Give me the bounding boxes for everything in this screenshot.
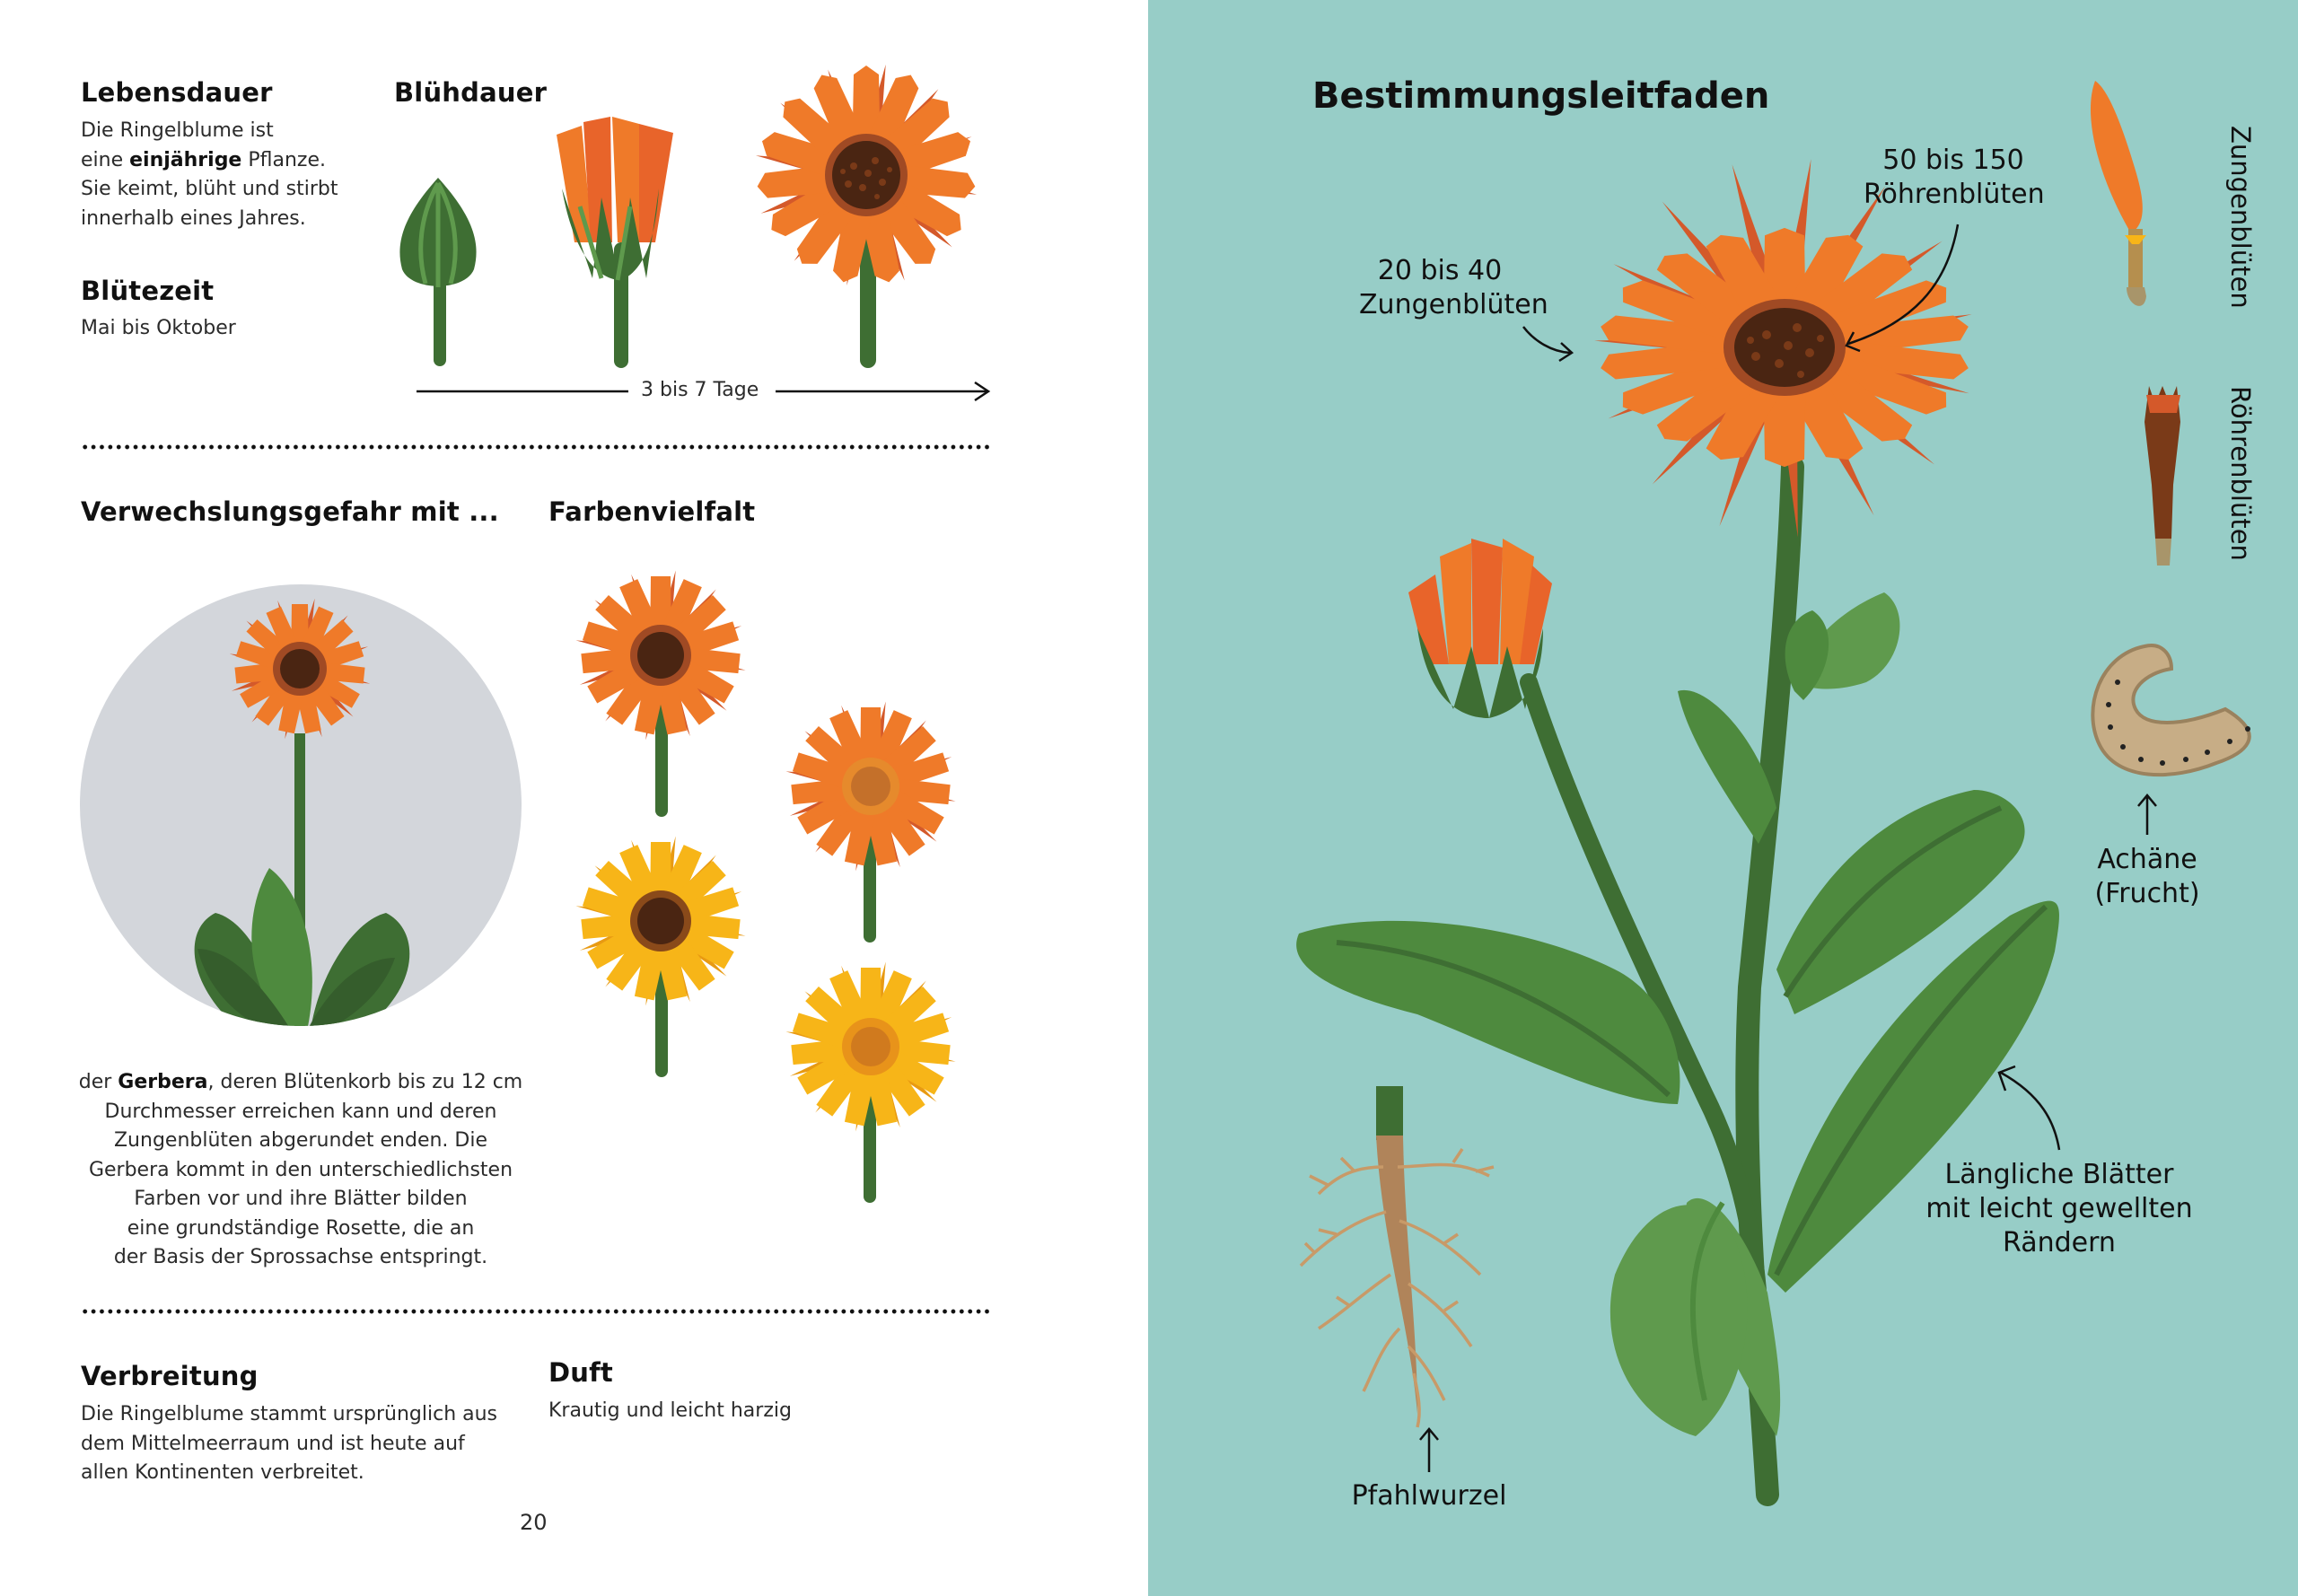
achene-fruit: (Frucht) xyxy=(2094,878,2200,909)
ray-floret-detail xyxy=(2090,81,2146,306)
disc-florets-count: 50 bis 150 xyxy=(1882,145,2024,176)
disc-floret-side-label: Röhrenblüten xyxy=(2225,386,2256,561)
calendula-plant-illustration xyxy=(1296,81,2251,1506)
arrow-ray-florets xyxy=(1522,326,1574,363)
confusion-line-6: eine grundständige Rosette, die an xyxy=(127,1216,475,1240)
confusion-line-5: Farben vor und ihre Blätter bilden xyxy=(134,1188,468,1210)
taproot-illustration xyxy=(1299,1086,1495,1428)
lifespan-heading: Lebensdauer xyxy=(81,77,273,108)
achene-name: Achäne xyxy=(2097,844,2197,875)
confusion-text: der Gerbera, deren Blütenkorb bis zu 12 … xyxy=(54,1068,548,1273)
color-variety-heading: Farbenvielfalt xyxy=(548,496,756,527)
lifespan-line-1: Die Ringelblume ist xyxy=(81,119,274,142)
side-bud xyxy=(1408,539,1552,718)
confusion-line-3: Zungenblüten abgerundet enden. Die xyxy=(113,1129,487,1152)
right-page: Bestimmungsleitfaden xyxy=(1148,0,2298,1596)
achene-label: Achäne (Frucht) xyxy=(2075,843,2219,911)
ray-floret-side-label: Zungenblüten xyxy=(2225,126,2256,309)
flower-yellow-light-center xyxy=(785,961,956,1132)
lifespan-text: Die Ringelblume ist eine einjährige Pfla… xyxy=(81,117,377,233)
left-page: Lebensdauer Die Ringelblume ist eine ein… xyxy=(0,0,1148,1596)
confusion-line-4: Gerbera kommt in den unterschiedlichsten xyxy=(88,1158,513,1181)
dotted-divider-bottom xyxy=(81,1309,989,1314)
duration-arrow xyxy=(417,381,991,402)
half-open-flower-illustration xyxy=(557,117,673,368)
disc-florets-name: Röhrenblüten xyxy=(1864,179,2045,210)
arrow-taproot xyxy=(1419,1427,1439,1472)
open-flower-illustration xyxy=(755,64,978,368)
taproot-label: Pfahlwurzel xyxy=(1351,1480,1507,1512)
ray-florets-label: 20 bis 40 Zungenblüten xyxy=(1359,254,1548,322)
distribution-line-3: allen Kontinenten verbreitet. xyxy=(81,1461,364,1484)
arrow-leaves xyxy=(1997,1065,2061,1151)
leaves-line-3: Rändern xyxy=(2003,1227,2116,1258)
confusion-line-1: der Gerbera, deren Blütenkorb bis zu 12 … xyxy=(78,1071,523,1093)
lifespan-line-3: Sie keimt, blüht und stirbt xyxy=(81,178,338,200)
ray-florets-name: Zungenblüten xyxy=(1359,289,1548,320)
page-number: 20 xyxy=(520,1510,548,1535)
arrow-achene xyxy=(2137,794,2157,835)
duration-label: 3 bis 7 Tage xyxy=(641,379,759,401)
confusion-heading: Verwechslungsgefahr mit ... xyxy=(81,496,499,527)
main-flower xyxy=(1594,159,1972,538)
confusion-line-2: Durchmesser erreichen kann und deren xyxy=(104,1100,497,1123)
flower-yellow-dark-center xyxy=(575,836,746,1006)
gerbera-illustration xyxy=(80,584,522,1026)
scent-heading: Duft xyxy=(548,1357,613,1388)
leaves-label: Längliche Blätter mit leicht gewellten R… xyxy=(1916,1158,2203,1260)
distribution-heading: Verbreitung xyxy=(81,1361,259,1391)
flower-orange-light-center xyxy=(785,701,956,872)
bud-illustration xyxy=(399,178,477,366)
achene-detail xyxy=(2091,644,2251,777)
distribution-line-1: Die Ringelblume stammt ursprünglich aus xyxy=(81,1403,498,1425)
lifespan-line-4: innerhalb eines Jahres. xyxy=(81,206,306,230)
ray-florets-count: 20 bis 40 xyxy=(1377,255,1503,286)
disc-floret-detail xyxy=(2145,386,2180,566)
bloom-time-text: Mai bis Oktober xyxy=(81,317,236,339)
flower-orange-dark-center xyxy=(575,570,746,741)
gerbera-bold-term: Gerbera xyxy=(118,1071,208,1093)
leaves-line-2: mit leicht gewellten xyxy=(1925,1193,2193,1224)
color-variety-flowers xyxy=(575,570,956,1203)
guide-title: Bestimmungsleitfaden xyxy=(1312,75,1770,117)
confusion-line-7: der Basis der Sprossachse entspringt. xyxy=(113,1246,488,1268)
bloom-duration-heading: Blühdauer xyxy=(394,77,548,108)
scent-text: Krautig und leicht harzig xyxy=(548,1399,792,1422)
bloom-time-heading: Blütezeit xyxy=(81,276,215,306)
arrow-disc-florets xyxy=(1845,224,1960,353)
dotted-divider-top xyxy=(81,444,989,450)
lifespan-bold-term: einjährige xyxy=(129,148,242,171)
leaves-line-1: Längliche Blätter xyxy=(1944,1159,2174,1190)
distribution-line-2: dem Mittelmeerraum und ist heute auf xyxy=(81,1432,465,1455)
distribution-text: Die Ringelblume stammt ursprünglich aus … xyxy=(81,1400,548,1488)
disc-florets-label: 50 bis 150 Röhrenblüten xyxy=(1864,144,2045,212)
lifespan-line-2: eine einjährige Pflanze. xyxy=(81,148,326,171)
